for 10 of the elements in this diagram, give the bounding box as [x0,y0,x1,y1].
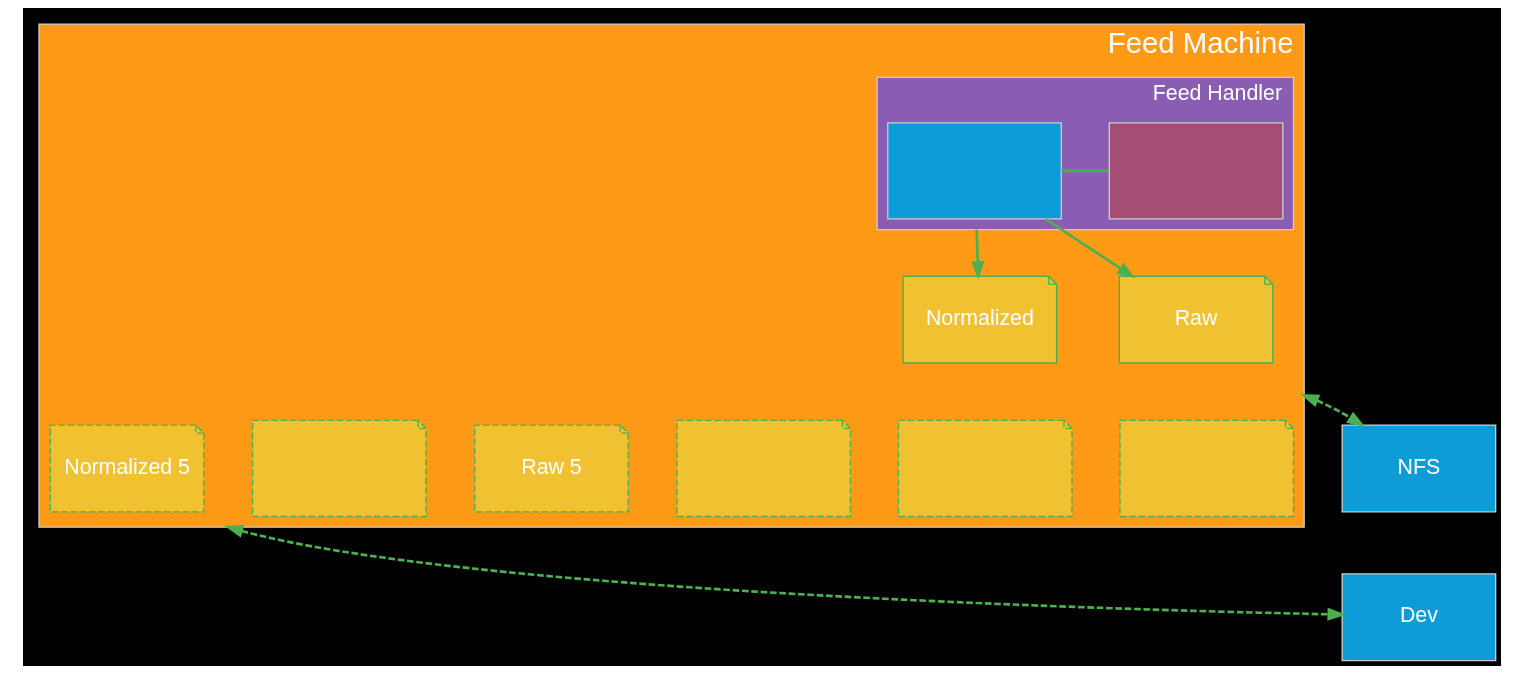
node-box [887,122,1062,220]
node-box [1108,122,1284,220]
arrow [971,229,985,280]
node-box: Dev [1341,573,1497,662]
cluster: Feed Handler [876,76,1295,231]
arrow [224,524,1347,621]
node-box: NFS [1341,424,1497,513]
connector [1061,169,1109,173]
arrow [1045,218,1136,279]
arrow [1300,394,1366,428]
